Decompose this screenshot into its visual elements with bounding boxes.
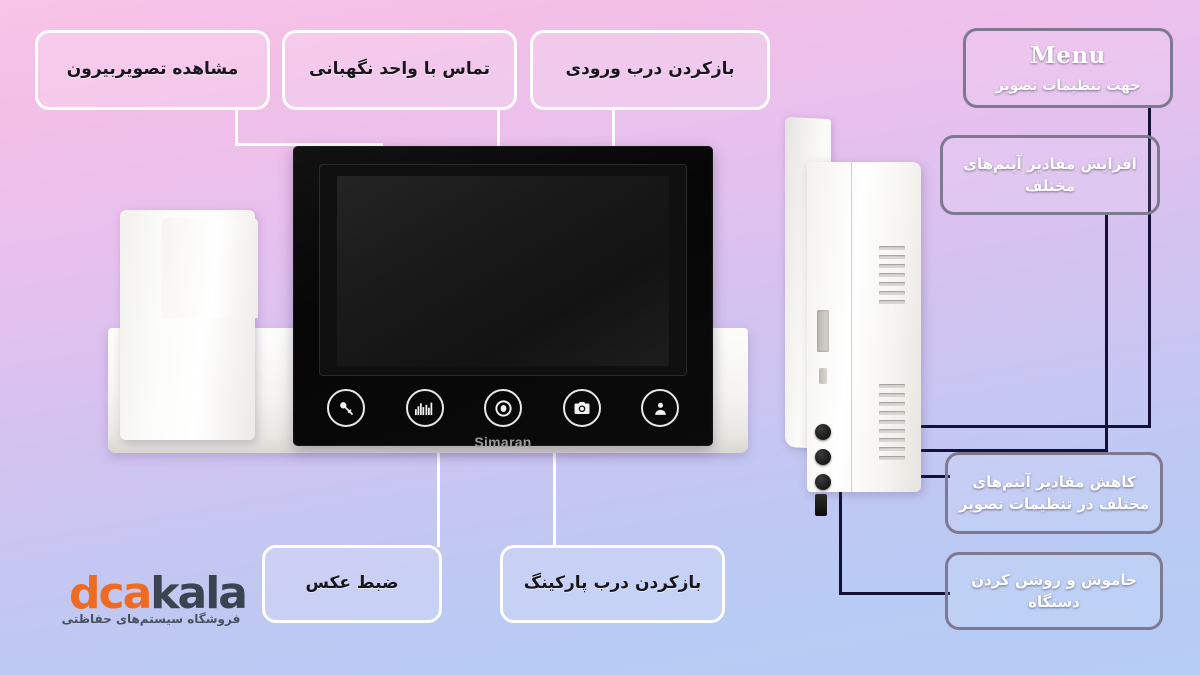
dcakala-logo: dcakala فروشگاه سیستم‌های حفاظتی bbox=[36, 572, 248, 627]
vent-slot bbox=[879, 273, 905, 277]
callout-menu-subtitle: جهت تنظیمات تصویر bbox=[995, 77, 1141, 94]
logo-subtitle: فروشگاه سیستم‌های حفاظتی bbox=[61, 612, 241, 626]
connector-menu-v bbox=[1148, 108, 1151, 428]
vent-slot bbox=[879, 264, 905, 268]
vent-slot bbox=[879, 255, 905, 259]
brand-label: Simaran bbox=[474, 434, 532, 450]
side-monitor-profile bbox=[807, 162, 921, 516]
logo-text-dark: kala bbox=[150, 568, 248, 619]
equalizer-icon bbox=[415, 401, 434, 416]
callout-view-outside-label: مشاهده تصویربیرون bbox=[66, 59, 239, 80]
target-icon bbox=[494, 399, 513, 418]
device-button-row bbox=[327, 388, 679, 428]
callout-call-guard[interactable]: تماس با واحد نگهبانی bbox=[282, 30, 517, 110]
callout-increase-values[interactable]: افزایش مقادیر آیتم‌های مختلف bbox=[940, 135, 1160, 215]
snapshot-button[interactable] bbox=[562, 389, 601, 427]
callout-call-guard-label: تماس با واحد نگهبانی bbox=[309, 59, 491, 80]
video-door-phone-side bbox=[785, 116, 950, 518]
vent-slot bbox=[879, 282, 905, 286]
callout-power-toggle-label: خاموش و روشن کردن دستگاه bbox=[971, 570, 1137, 612]
menu-button[interactable] bbox=[815, 424, 831, 440]
callout-open-parking[interactable]: بازکردن درب پارکینگ bbox=[500, 545, 725, 623]
key-icon bbox=[337, 399, 355, 417]
display-screen bbox=[337, 176, 669, 366]
mini-port[interactable] bbox=[819, 368, 827, 384]
connector-power-h bbox=[839, 592, 950, 595]
unlock-door-button[interactable] bbox=[327, 389, 365, 427]
intercom-button[interactable] bbox=[641, 389, 679, 427]
vent-slot bbox=[879, 438, 905, 442]
vent-slot bbox=[879, 384, 905, 388]
parking-door-button[interactable] bbox=[405, 389, 444, 427]
up-button[interactable] bbox=[815, 449, 831, 465]
logo-text-orange: dca bbox=[68, 568, 152, 619]
callout-open-parking-label: بازکردن درب پارکینگ bbox=[523, 573, 702, 594]
handset bbox=[120, 210, 258, 440]
connector-open-parking bbox=[553, 392, 556, 547]
screen-bezel bbox=[319, 164, 687, 376]
connector-increase-v bbox=[1105, 212, 1108, 452]
sd-card-slot[interactable] bbox=[817, 310, 829, 352]
vent-slot bbox=[879, 291, 905, 295]
callout-view-outside[interactable]: مشاهده تصویربیرون bbox=[35, 30, 270, 110]
callout-increase-values-label: افزایش مقادیر آیتم‌های مختلف bbox=[963, 154, 1137, 196]
connector-menu-h bbox=[846, 425, 1151, 428]
callout-record-photo-label: ضبط عکس bbox=[305, 573, 399, 594]
vent-slot bbox=[879, 429, 905, 433]
callout-power-toggle[interactable]: خاموش و روشن کردن دستگاه bbox=[945, 552, 1163, 630]
monitor-body: Simaran bbox=[293, 146, 713, 450]
vent-slot bbox=[879, 420, 905, 424]
vent-slot bbox=[879, 246, 905, 250]
vent-slot bbox=[879, 447, 905, 451]
vent-slot bbox=[879, 393, 905, 397]
connector-record-photo bbox=[437, 392, 440, 547]
callout-decrease-values-label: کاهش مقادیر آیتم‌های مختلف در تنظیمات تص… bbox=[958, 472, 1150, 514]
handset-top-section bbox=[162, 218, 258, 318]
vent-slot bbox=[879, 300, 905, 304]
callout-menu[interactable]: Menu جهت تنظیمات تصویر bbox=[963, 28, 1173, 108]
logo-wordmark: dcakala bbox=[36, 572, 248, 616]
vent-slot bbox=[879, 411, 905, 415]
callout-open-entrance-label: بازکردن درب ورودی bbox=[565, 59, 735, 80]
connector-view-outside-v1 bbox=[235, 110, 238, 146]
connector-view-outside-h bbox=[235, 143, 383, 146]
callout-record-photo[interactable]: ضبط عکس bbox=[262, 545, 442, 623]
callout-menu-title: Menu bbox=[1030, 42, 1106, 70]
down-button[interactable] bbox=[815, 474, 831, 490]
camera-icon bbox=[573, 399, 591, 417]
video-door-phone-front: Simaran bbox=[108, 140, 768, 470]
monitor-view-button[interactable] bbox=[484, 389, 522, 427]
connector-power-v bbox=[839, 492, 842, 595]
vent-slot bbox=[879, 402, 905, 406]
callout-decrease-values[interactable]: کاهش مقادیر آیتم‌های مختلف در تنظیمات تص… bbox=[945, 452, 1163, 534]
vent-slot bbox=[879, 456, 905, 460]
power-switch[interactable] bbox=[815, 494, 827, 516]
callout-open-entrance[interactable]: بازکردن درب ورودی bbox=[530, 30, 770, 110]
connector-increase-h bbox=[846, 449, 1108, 452]
person-icon bbox=[652, 400, 669, 417]
